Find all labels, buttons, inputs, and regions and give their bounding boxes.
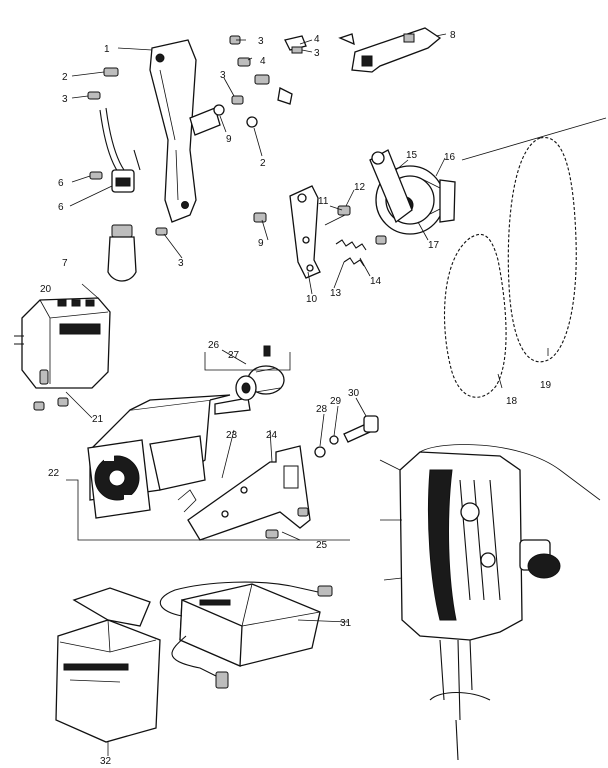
pulley-housing-part	[369, 149, 456, 235]
motor-pulley-part	[235, 345, 285, 401]
callout-label: 9	[226, 134, 232, 145]
motor-part	[87, 394, 251, 519]
mount-bracket-part	[187, 445, 311, 541]
callout-label: 3	[220, 70, 226, 81]
callout-label: 8	[450, 30, 456, 41]
foot-control-part	[159, 581, 333, 689]
callout-label: 16	[444, 152, 456, 163]
tension-arm-part	[253, 185, 387, 279]
callout-label: 32	[100, 756, 112, 767]
callout-label: 3	[258, 36, 264, 47]
screw-part	[33, 401, 45, 411]
callout-label: 18	[506, 396, 518, 407]
callout-label: 28	[316, 404, 328, 415]
callout-label: 10	[306, 294, 318, 305]
callout-labels: 1 2 3 3 4 3 9 2 6 6 7 3 4 3 8 9 10 11 12…	[40, 30, 552, 767]
callout-label: 6	[58, 202, 64, 213]
callout-label: 13	[330, 288, 342, 299]
latch-plate-part	[284, 27, 442, 73]
carton-part	[55, 587, 161, 743]
callout-label: 12	[354, 182, 366, 193]
callout-label: 14	[370, 276, 382, 287]
divider-line	[461, 117, 607, 161]
callout-label: 20	[40, 284, 52, 295]
callout-label: 4	[314, 34, 320, 45]
controller-box-part	[14, 297, 111, 389]
group-bracket-line	[66, 479, 350, 541]
group-bracket-line	[204, 352, 291, 371]
leader-lines	[65, 33, 549, 756]
callout-label: 2	[62, 72, 68, 83]
bracket-part	[149, 39, 221, 223]
callout-label: 11	[318, 196, 329, 207]
callout-label: 30	[348, 388, 360, 399]
callout-label: 17	[428, 240, 440, 251]
callout-label: 2	[260, 158, 266, 169]
callout-label: 29	[330, 396, 342, 407]
callout-label: 24	[266, 430, 278, 441]
callout-label: 22	[48, 468, 60, 479]
callout-label: 3	[314, 48, 320, 59]
callout-label: 21	[92, 414, 104, 425]
screw-part	[57, 397, 69, 407]
belt-large-part	[507, 137, 577, 363]
callout-label: 1	[104, 44, 110, 55]
callout-label: 6	[58, 178, 64, 189]
callout-label: 3	[62, 94, 68, 105]
light-bulb-part	[107, 224, 137, 282]
callout-label: 4	[260, 56, 266, 67]
callout-label: 7	[62, 258, 68, 269]
callout-label: 26	[208, 340, 220, 351]
adjust-screw-part	[314, 415, 379, 458]
small-hardware	[87, 35, 293, 236]
machine-head-illustration	[379, 444, 601, 761]
callout-label: 3	[178, 258, 184, 269]
callout-label: 31	[340, 618, 352, 629]
callout-label: 9	[258, 238, 264, 249]
lamp-socket-part	[99, 107, 141, 193]
callout-label: 27	[228, 350, 240, 361]
callout-label: 23	[226, 430, 238, 441]
callout-label: 15	[406, 150, 418, 161]
callout-label: 25	[316, 540, 328, 551]
callout-label: 19	[540, 380, 552, 391]
belt-small-part	[443, 233, 507, 398]
